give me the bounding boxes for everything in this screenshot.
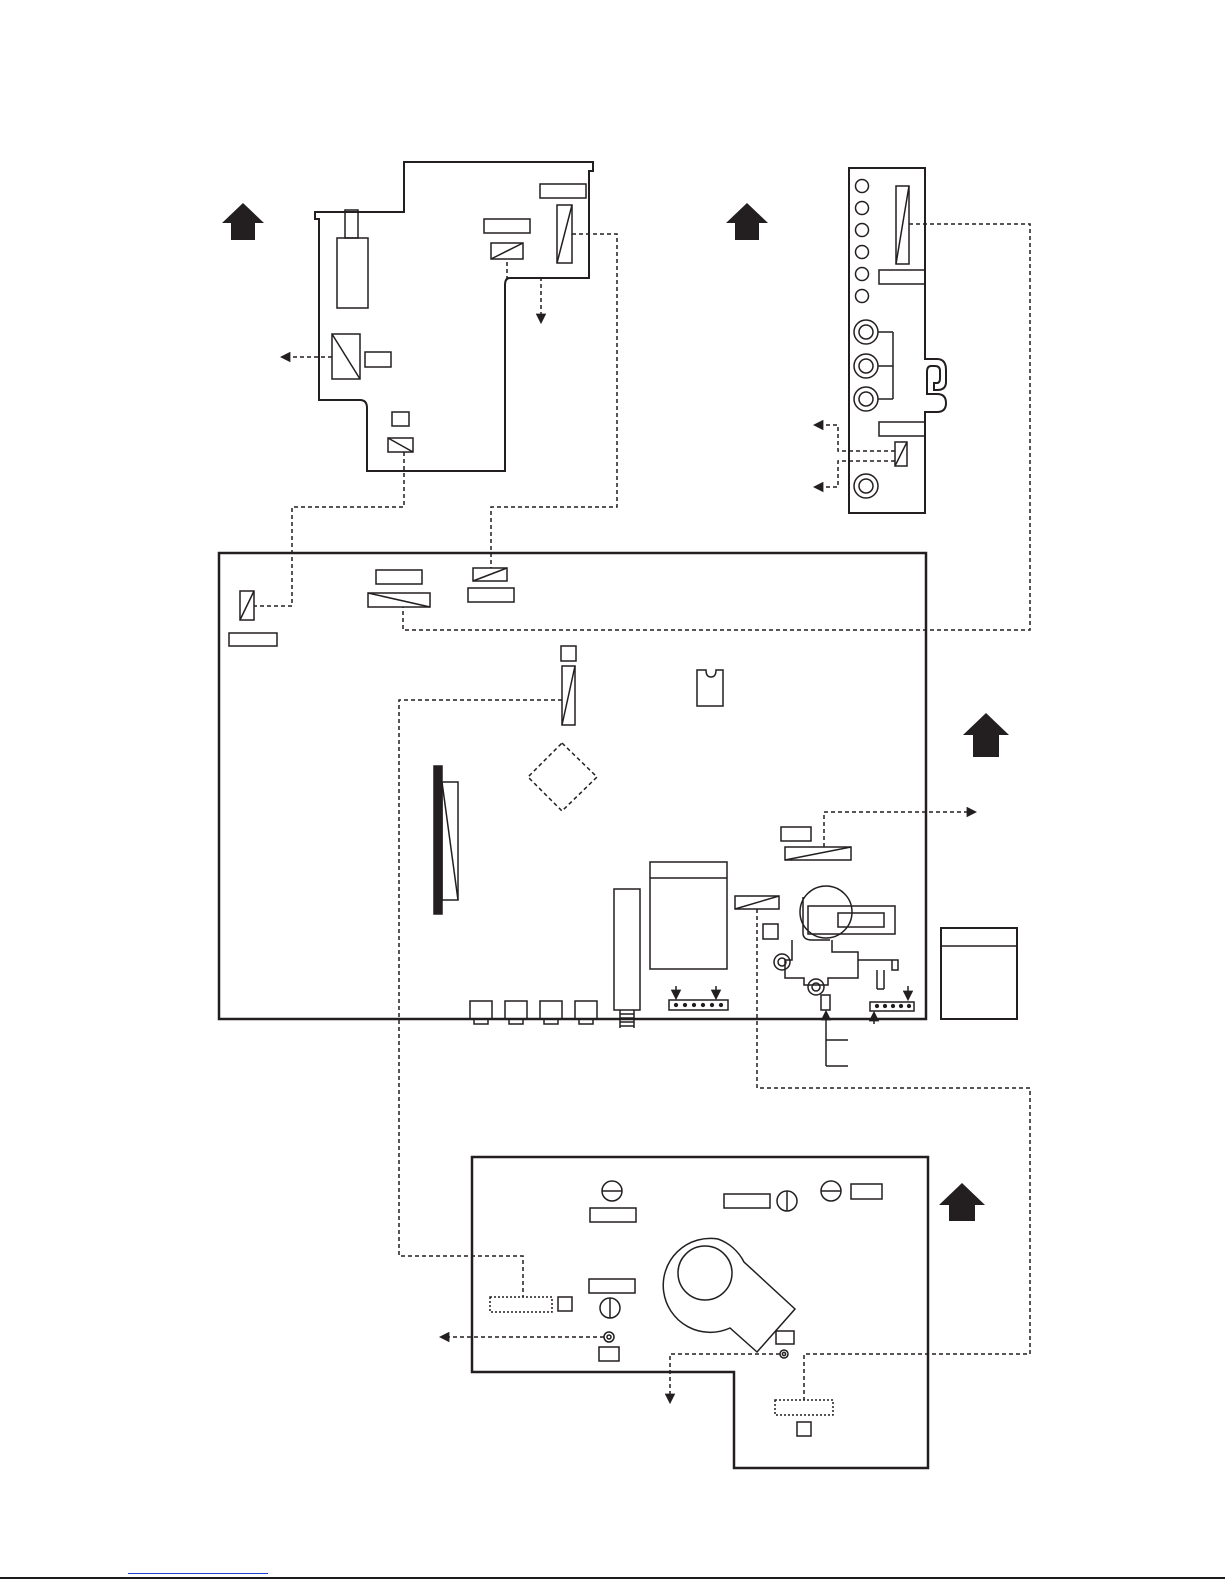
jack xyxy=(856,290,869,303)
mechanism-assembly xyxy=(774,886,898,1010)
wire-dashed xyxy=(491,234,617,568)
label-box xyxy=(589,1279,635,1293)
rca-jack xyxy=(854,354,878,378)
up-arrow-icon xyxy=(963,713,1009,757)
label-box xyxy=(376,570,422,584)
wire-dashed xyxy=(824,812,975,847)
wire-dashed xyxy=(757,909,1030,1400)
jack xyxy=(856,224,869,237)
label-box xyxy=(561,646,576,661)
test-point xyxy=(604,1332,614,1342)
label-box xyxy=(365,352,391,367)
label-box xyxy=(590,1208,636,1222)
board-outline xyxy=(315,162,593,471)
label-box xyxy=(229,633,277,646)
jack-block xyxy=(540,1001,562,1019)
jack-block xyxy=(470,1001,492,1019)
jack-block xyxy=(575,1001,597,1019)
flat-connector xyxy=(434,766,442,914)
up-arrow-icon xyxy=(222,203,264,240)
label-box xyxy=(392,412,409,426)
rca-jack xyxy=(854,387,878,411)
label-box xyxy=(781,827,811,841)
rca-jack xyxy=(854,320,878,344)
label-box xyxy=(599,1347,619,1361)
label-box xyxy=(797,1422,811,1436)
label-box xyxy=(558,1297,572,1311)
wire-dashed xyxy=(670,1354,780,1402)
lower-board xyxy=(472,1157,928,1468)
wire-dashed xyxy=(254,452,404,606)
label-box xyxy=(879,422,925,436)
jack xyxy=(856,180,869,193)
label-box xyxy=(540,184,586,198)
ic-footprint-dotted xyxy=(528,743,597,811)
jack xyxy=(856,202,869,215)
label-box xyxy=(763,924,778,939)
up-arrow-icon xyxy=(726,203,768,240)
ic-chip xyxy=(697,670,723,706)
component-block xyxy=(337,238,368,308)
connector-dotted xyxy=(490,1297,552,1312)
label-box xyxy=(851,1184,882,1199)
rca-jack xyxy=(854,474,878,498)
jack xyxy=(856,246,869,259)
side-module xyxy=(941,928,1017,1019)
upper-left-board xyxy=(315,162,593,471)
wire-dashed xyxy=(399,700,562,1297)
label-box xyxy=(724,1194,770,1208)
label-box xyxy=(484,219,530,233)
label-box xyxy=(838,913,884,927)
wiring xyxy=(254,224,1030,1402)
label-box xyxy=(879,270,925,284)
board-outline xyxy=(219,553,926,1019)
connector-dotted xyxy=(775,1400,833,1415)
wire-dashed xyxy=(507,262,541,322)
up-arrow-icon xyxy=(939,1183,985,1221)
jack-block xyxy=(505,1001,527,1019)
component-post xyxy=(345,210,358,238)
test-point xyxy=(780,1350,788,1358)
heatsink xyxy=(614,889,640,1010)
jack xyxy=(856,268,869,281)
wire-dashed xyxy=(403,224,1030,630)
module-outline xyxy=(941,928,1017,1019)
motor-mount xyxy=(663,1238,795,1352)
wire-dashed xyxy=(815,425,895,451)
label-box xyxy=(468,588,514,602)
label-box xyxy=(776,1331,794,1344)
footer-link-underline xyxy=(128,1573,268,1574)
footer-rule xyxy=(0,1577,1225,1579)
